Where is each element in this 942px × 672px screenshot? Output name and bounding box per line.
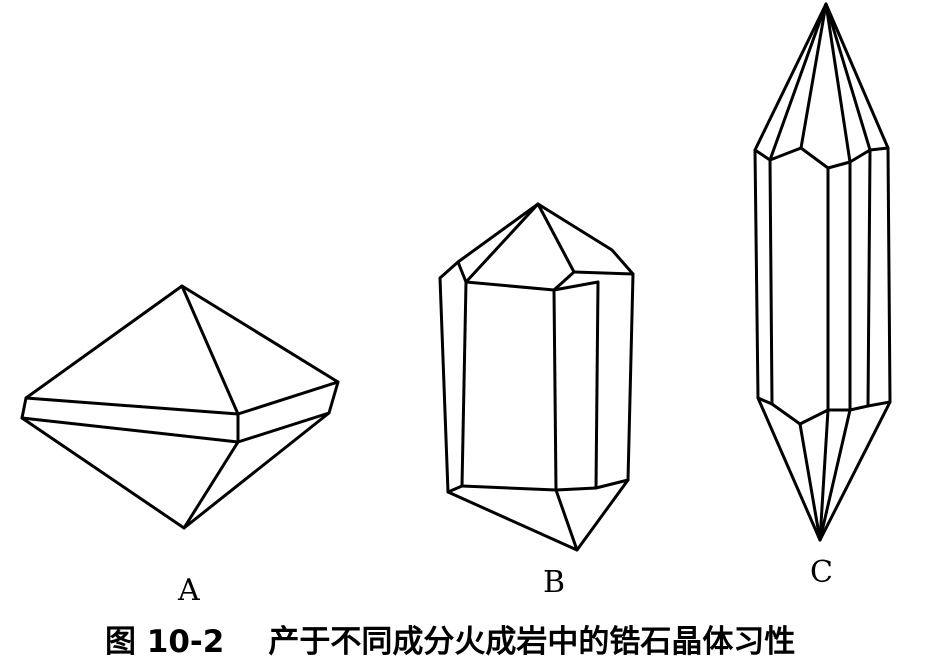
crystal-a-band-top: [24, 396, 240, 416]
crystal-b-bottom-ridge: [554, 488, 579, 552]
crystal-a-drawing: [20, 284, 340, 530]
crystal-b-prism-edge-3: [594, 280, 600, 490]
crystal-a-lower-edge: [182, 440, 240, 530]
crystal-b-bottom-face-mid: [554, 486, 598, 492]
figure-caption-text: 产于不同成分火成岩中的锆石晶体习性: [268, 624, 796, 660]
crystal-b-bottom-left-edge: [446, 484, 464, 494]
crystal-c-top-ridge-1: [768, 2, 828, 162]
crystal-b-top-left-edge: [456, 260, 468, 284]
crystal-c-top-zigzag: [753, 146, 890, 170]
crystal-b-prism-edge-1: [460, 280, 468, 488]
crystal-b-top-ridge-left: [464, 202, 540, 284]
crystal-drawings: [20, 2, 892, 552]
crystal-b-bottom-face-right: [594, 478, 630, 490]
crystal-b-prism-edge-2: [552, 288, 558, 492]
crystal-a-upper-edge: [180, 284, 240, 416]
crystal-a-band-bottom: [20, 416, 240, 444]
crystal-c-label: C: [810, 555, 833, 590]
crystal-b-top-face-left: [464, 280, 556, 292]
crystal-c-bottom-zigzag: [756, 396, 892, 426]
crystal-b-label: B: [543, 565, 566, 600]
crystal-a-label: A: [178, 573, 200, 608]
crystal-c-top-ridge-4: [824, 2, 872, 152]
crystal-c-top-ridge-3: [824, 2, 852, 164]
crystal-c-bottom-ridge-1: [798, 422, 822, 542]
crystal-b-bottom-face-left: [460, 484, 558, 492]
crystal-c-drawing: [753, 2, 892, 542]
crystal-b-outline: [438, 202, 635, 552]
crystal-c-top-ridge-2: [799, 2, 828, 150]
crystal-b-drawing: [438, 202, 635, 552]
crystal-a-outline: [20, 284, 340, 530]
crystal-c-prism-edge-4: [866, 148, 872, 408]
crystal-a-band-right-top: [236, 380, 340, 416]
crystal-b-top-face-front: [552, 280, 600, 292]
crystal-a-band-right-bottom: [236, 411, 331, 444]
crystal-c-prism-edge-1: [768, 158, 774, 406]
crystal-b-top-face-right: [572, 270, 635, 276]
crystal-b-top-face-mid: [552, 270, 576, 292]
figure-number: 图 10-2: [105, 624, 225, 660]
crystal-c-bottom-ridge-3: [818, 408, 852, 542]
figure-caption: 图 10-2 产于不同成分火成岩中的锆石晶体习性: [105, 620, 905, 664]
crystal-c-bottom-ridge-2: [818, 408, 830, 542]
crystal-b-top-ridge-right: [536, 202, 576, 274]
